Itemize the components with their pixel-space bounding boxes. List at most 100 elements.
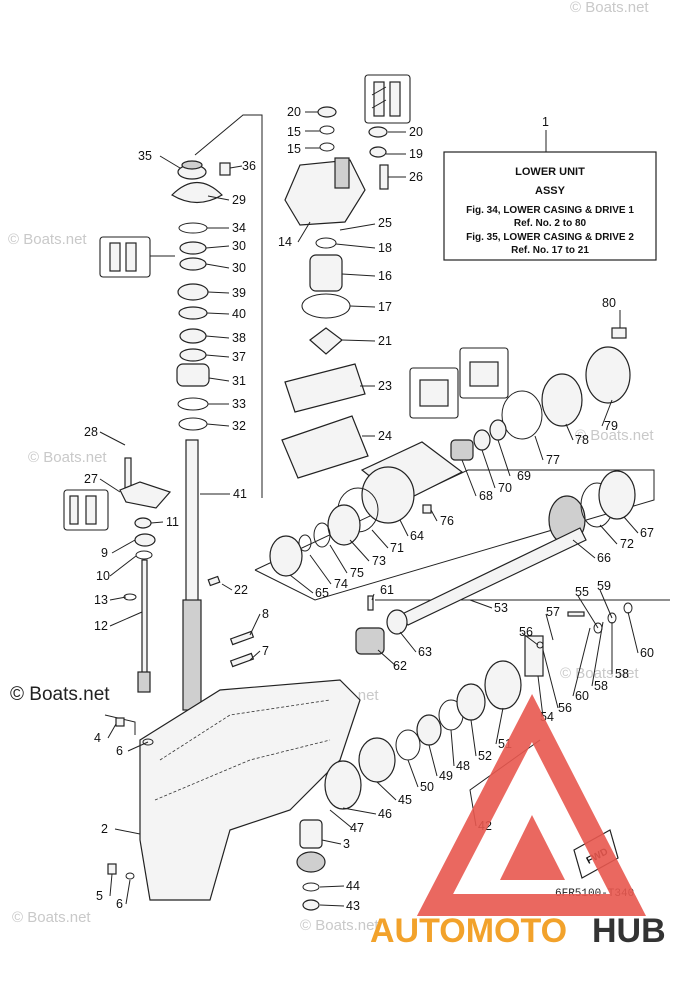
- part-label: 76: [440, 514, 454, 528]
- part-label: 33: [232, 397, 246, 411]
- part-label: 20: [409, 125, 423, 139]
- gear-housing-parts: [269, 327, 636, 577]
- brand-text-b: HUB: [592, 912, 666, 950]
- part-label: 38: [232, 331, 246, 345]
- part-label: 21: [378, 334, 392, 348]
- watermark-text-large: © Boats.net: [10, 684, 110, 705]
- watermark-text: © Boats.net: [28, 449, 107, 466]
- legend-subtitle: ASSY: [535, 185, 566, 197]
- part-label: 12: [94, 619, 108, 633]
- part-label: 10: [96, 569, 110, 583]
- watermark-text: © Boats.net: [8, 231, 87, 248]
- part-label: 48: [456, 759, 470, 773]
- part-label: 40: [232, 307, 246, 321]
- part-label: 2: [101, 822, 108, 836]
- callout-box-right-b: [459, 347, 509, 399]
- part-label: 56: [519, 625, 533, 639]
- part-label: 9: [101, 546, 108, 560]
- part-label: 44: [346, 879, 360, 893]
- part-label: 77: [546, 453, 560, 467]
- legend-title: LOWER UNIT: [515, 166, 585, 178]
- part-label: 65: [315, 586, 329, 600]
- part-label: 8: [262, 607, 269, 621]
- part-label: 15: [287, 125, 301, 139]
- legend-line-3: Fig. 35, LOWER CASING & DRIVE 2: [466, 232, 634, 243]
- part-label: 32: [232, 419, 246, 433]
- part-label: 36: [242, 159, 256, 173]
- water-pump-parts: [281, 106, 389, 479]
- part-label: 37: [232, 350, 246, 364]
- part-label: 15: [287, 142, 301, 156]
- watermark-text: © Boats.net: [575, 427, 654, 444]
- part-label: 25: [378, 216, 392, 230]
- part-label: 24: [378, 429, 392, 443]
- part-labels: 20 15 15 20 19 26 1 35 36 29 34 30 30 39…: [84, 105, 654, 913]
- part-label: 35: [138, 149, 152, 163]
- brand-logo: AUTOMOTO HUB: [370, 694, 666, 950]
- part-label: 30: [232, 261, 246, 275]
- part-label: 61: [380, 583, 394, 597]
- part-label: 55: [575, 585, 589, 599]
- part-label: 6: [116, 744, 123, 758]
- watermark-text: © Boats.net: [570, 0, 649, 16]
- part-label: 45: [398, 793, 412, 807]
- part-label: 47: [350, 821, 364, 835]
- part-label: 73: [372, 554, 386, 568]
- part-label: 31: [232, 374, 246, 388]
- part-label: 34: [232, 221, 246, 235]
- part-label: 71: [390, 541, 404, 555]
- callout-box-top: [364, 74, 411, 124]
- part-label: 41: [233, 487, 247, 501]
- part-label: 14: [278, 235, 292, 249]
- part-label: 26: [409, 170, 423, 184]
- part-label: 58: [615, 667, 629, 681]
- part-label: 22: [234, 583, 248, 597]
- part-label: 46: [378, 807, 392, 821]
- part-label: 56: [558, 701, 572, 715]
- part-label: 50: [420, 780, 434, 794]
- callout-box-right-a: [409, 367, 459, 419]
- part-label: 29: [232, 193, 246, 207]
- part-label: 53: [494, 601, 508, 615]
- part-label: 18: [378, 241, 392, 255]
- part-label: 11: [166, 515, 179, 529]
- part-label: 5: [96, 889, 103, 903]
- part-label: 27: [84, 472, 98, 486]
- part-label: 80: [602, 296, 616, 310]
- part-label: 49: [439, 769, 453, 783]
- part-label: 62: [393, 659, 407, 673]
- brand-text-a: AUTOMOTO: [370, 912, 567, 950]
- part-label: 28: [84, 425, 98, 439]
- part-label: 57: [546, 605, 560, 619]
- part-label: 60: [640, 646, 654, 660]
- part-label: 43: [346, 899, 360, 913]
- part-label: 20: [287, 105, 301, 119]
- part-label: 60: [575, 689, 589, 703]
- part-label: 16: [378, 269, 392, 283]
- part-label: 75: [350, 566, 364, 580]
- part-label: 67: [640, 526, 654, 540]
- part-label: 66: [597, 551, 611, 565]
- part-label: 13: [94, 593, 108, 607]
- part-label: 3: [343, 837, 350, 851]
- part-label: 19: [409, 147, 423, 161]
- callout-box-mid-left: [63, 489, 109, 531]
- part-label: 23: [378, 379, 392, 393]
- watermark-text: © Boats.net: [300, 917, 379, 934]
- part-label: 78: [575, 433, 589, 447]
- part-label: 4: [94, 731, 101, 745]
- part-label: 69: [517, 469, 531, 483]
- callout-box-left: [99, 236, 175, 278]
- lower-casing: [107, 457, 522, 911]
- part-label: 70: [498, 481, 512, 495]
- legend-line-1: Fig. 34, LOWER CASING & DRIVE 1: [466, 205, 634, 216]
- legend-line-2: Ref. No. 2 to 80: [514, 218, 587, 229]
- part-label: 79: [604, 419, 618, 433]
- legend-line-4: Ref. No. 17 to 21: [511, 245, 589, 256]
- part-label: 7: [262, 644, 269, 658]
- part-label: 58: [594, 679, 608, 693]
- part-label: 74: [334, 577, 348, 591]
- part-label: 64: [410, 529, 424, 543]
- part-label: 72: [620, 537, 634, 551]
